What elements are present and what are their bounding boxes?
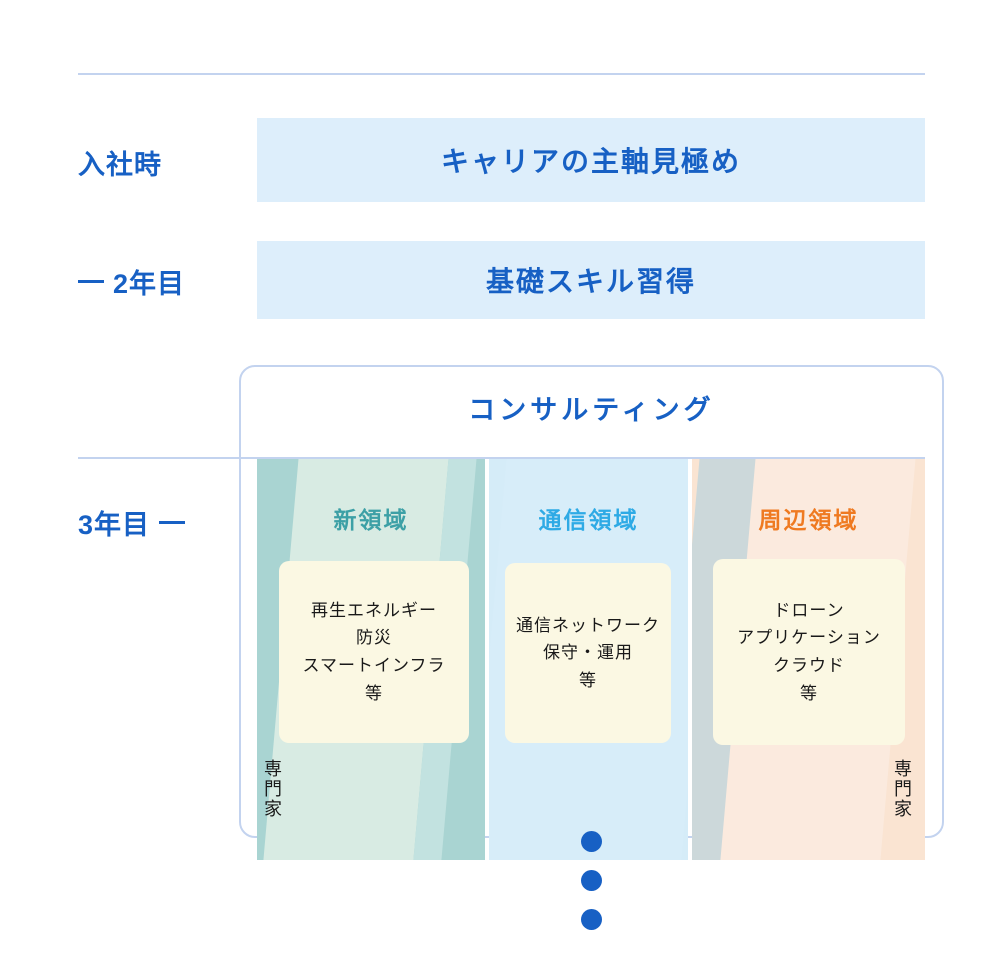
domain-card: ドローン アプリケーション クラウド 等 (713, 559, 905, 745)
continuation-dots (580, 831, 602, 930)
domain-card-line: 保守・運用 (543, 643, 633, 663)
stage-banner-row-1-text: キャリアの主軸見極め (440, 146, 741, 177)
domain-column-title: 新領域 (333, 507, 409, 533)
timeline-label-row-2-text: 2年目 (113, 269, 186, 299)
stage-banner-row-2: 基礎スキル習得 (257, 241, 925, 319)
timeline-label-row-3: 3年目 (78, 503, 186, 542)
divider-third-year (78, 457, 925, 459)
timeline-label-row-1-text: 入社時 (78, 150, 162, 180)
continuation-dot-icon (580, 870, 602, 891)
divider-top (78, 73, 925, 75)
domain-column-peripheral-field[interactable]: 周辺領域 ドローン アプリケーション クラウド 等 専門家 (692, 459, 925, 860)
stage-banner-row-1: キャリアの主軸見極め (257, 118, 925, 202)
domain-column-title: 通信領域 (538, 507, 639, 533)
domain-card-line: クラウド (773, 656, 845, 675)
domain-card-line: アプリケーション (737, 628, 881, 648)
expert-label: 専門家 (892, 759, 912, 819)
timeline-label-row-2: 2年目 (78, 262, 185, 301)
expert-label: 専門家 (262, 759, 282, 819)
timeline-label-row-3-text: 3年目 (78, 510, 151, 540)
domain-card-line: 再生エネルギー (311, 600, 437, 620)
stage-banner-row-2-text: 基礎スキル習得 (485, 266, 696, 297)
continuation-dot-icon (580, 909, 602, 930)
timeline-dash-trailing-icon (159, 521, 186, 524)
domain-card-line: 等 (800, 683, 818, 703)
domain-column-title: 周辺領域 (758, 507, 859, 533)
domain-card-line: 防災 (356, 628, 392, 648)
domain-column-telecom-field[interactable]: 通信領域 通信ネットワーク 保守・運用 等 (489, 459, 688, 860)
domain-column-new-field[interactable]: 新領域 再生エネルギー 防災 スマートインフラ 等 専門家 (257, 459, 485, 860)
domain-card: 再生エネルギー 防災 スマートインフラ 等 (279, 561, 469, 743)
domain-card: 通信ネットワーク 保守・運用 等 (505, 563, 671, 743)
timeline-label-row-1: 入社時 (78, 143, 162, 182)
domain-columns: 新領域 再生エネルギー 防災 スマートインフラ 等 専門家 通信領域 通信ネット… (257, 459, 925, 860)
domain-card-line: 等 (365, 683, 383, 703)
domain-card-line: ドローン (773, 600, 845, 620)
domain-card-line: 通信ネットワーク (516, 615, 660, 635)
consulting-title: コンサルティング (468, 395, 715, 425)
continuation-dot-icon (580, 831, 602, 852)
domain-card-line: 等 (579, 670, 597, 690)
timeline-dash-leading-icon (78, 280, 104, 283)
domain-card-line: スマートインフラ (302, 656, 446, 675)
